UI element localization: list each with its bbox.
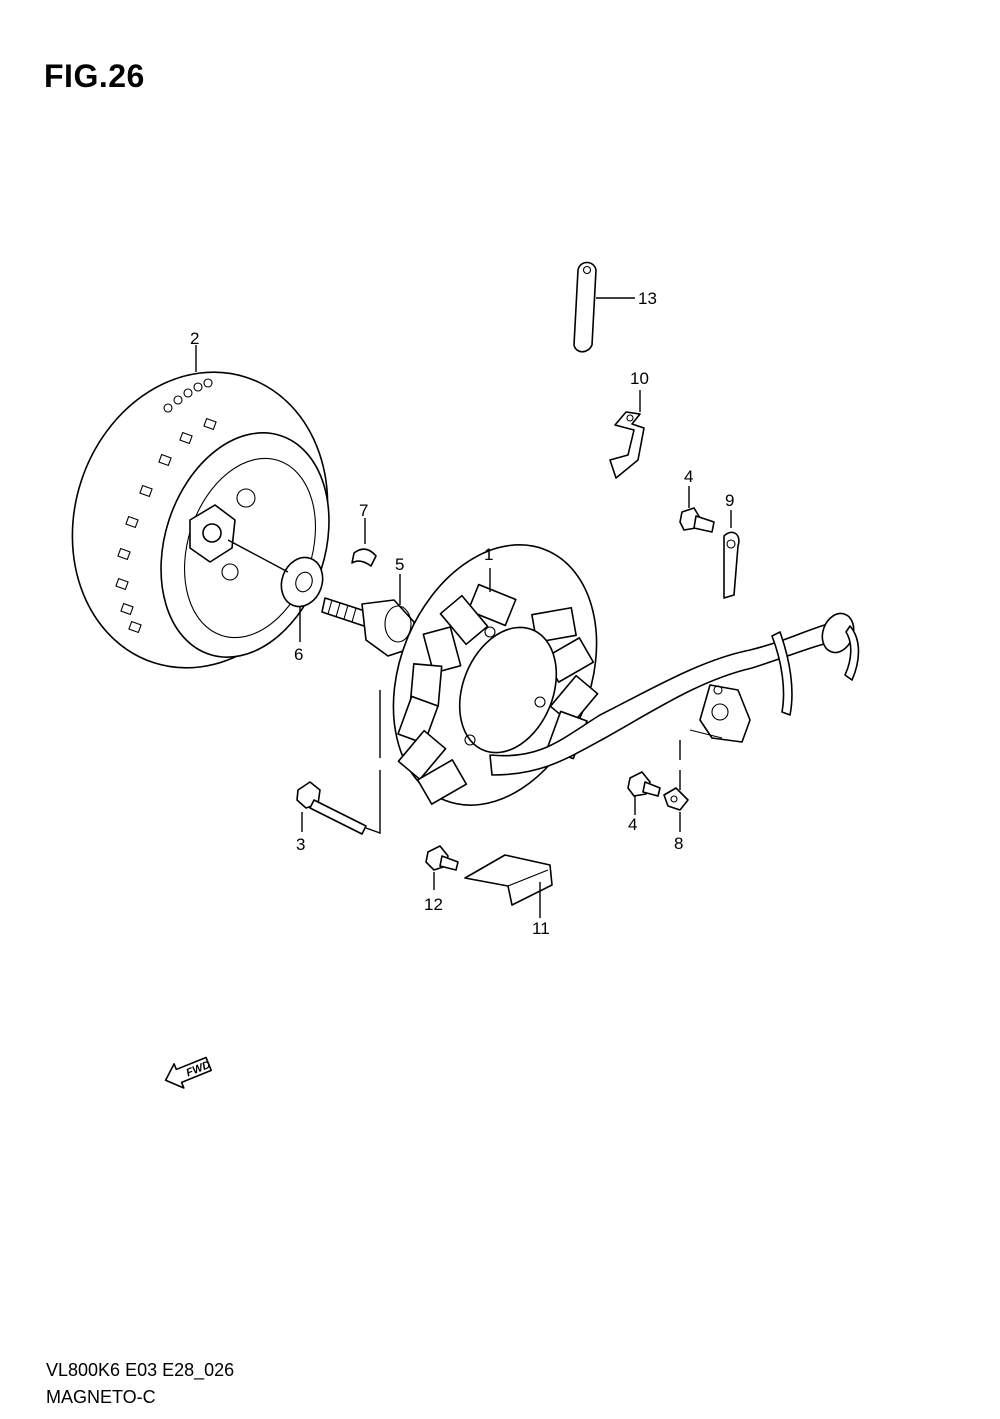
callout-4-lower: 4 bbox=[628, 815, 637, 834]
screw-upper-part bbox=[679, 486, 715, 533]
stator-bolt-part bbox=[296, 690, 381, 835]
callout-4-upper: 4 bbox=[684, 467, 693, 486]
callout-9: 9 bbox=[725, 491, 734, 510]
callout-7: 7 bbox=[359, 501, 368, 520]
callout-13: 13 bbox=[638, 289, 657, 308]
screw-plate-part bbox=[425, 845, 459, 890]
plate-part bbox=[464, 854, 553, 918]
clamp-bracket-part bbox=[609, 390, 645, 479]
callout-2: 2 bbox=[190, 329, 199, 348]
figure-code: VL800K6 E03 E28_026 bbox=[46, 1360, 235, 1380]
callout-3: 3 bbox=[296, 835, 305, 854]
callout-12: 12 bbox=[424, 895, 443, 914]
washer-part bbox=[227, 539, 324, 642]
rotor-bolt-part bbox=[321, 574, 415, 657]
screw-lower-part bbox=[627, 771, 661, 815]
stator-part bbox=[392, 544, 599, 806]
callout-10: 10 bbox=[630, 369, 649, 388]
clamp-lower-part bbox=[663, 740, 689, 832]
clamp-plate-part bbox=[723, 510, 740, 599]
figure-title: FIG.26 bbox=[44, 58, 145, 94]
figure-name: MAGNETO-C bbox=[46, 1387, 156, 1407]
callout-labels: 1 2 3 4 4 5 6 7 8 9 10 11 12 13 bbox=[190, 289, 734, 938]
callout-11: 11 bbox=[532, 919, 550, 938]
callout-8: 8 bbox=[674, 834, 683, 853]
rotor-part bbox=[71, 345, 330, 669]
fwd-arrow-icon: FWD bbox=[164, 1056, 212, 1089]
callout-1: 1 bbox=[484, 545, 493, 564]
clamp-upper-part bbox=[573, 261, 635, 353]
callout-5: 5 bbox=[395, 555, 404, 574]
key-part bbox=[351, 518, 377, 567]
stator-harness bbox=[489, 612, 860, 776]
callout-6: 6 bbox=[294, 645, 303, 664]
